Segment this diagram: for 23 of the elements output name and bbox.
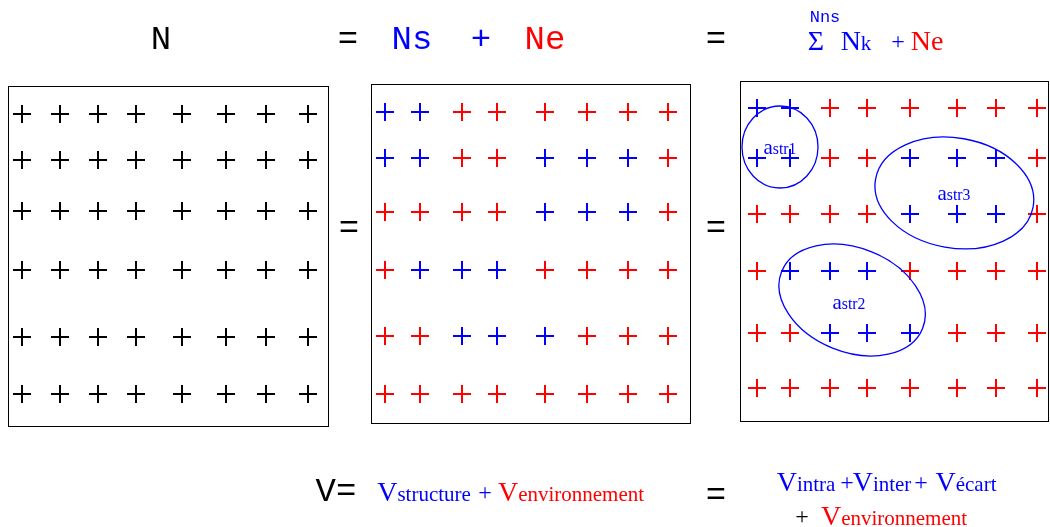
- grid-frame: [8, 86, 329, 427]
- formula-term: Ne: [524, 23, 566, 57]
- sum-sign: Σ: [807, 27, 825, 55]
- plus-sign: +: [840, 470, 854, 494]
- cluster-ellipse: [741, 105, 819, 189]
- equals-sign: =: [705, 479, 727, 513]
- equals-sign: =: [337, 23, 359, 57]
- cluster-ellipse: [873, 136, 1035, 250]
- formula-term: Ns: [391, 23, 433, 57]
- equals-sign: =: [705, 23, 727, 57]
- equals-sign: =: [705, 212, 727, 246]
- cluster-ellipse: [777, 243, 927, 357]
- plus-sign: +: [470, 23, 492, 57]
- formula-term: Nns: [809, 8, 841, 26]
- formula-term: V=: [315, 475, 357, 509]
- formula-term: N: [150, 23, 172, 57]
- plus-sign: +: [795, 504, 809, 527]
- plus-sign: +: [914, 470, 928, 494]
- plus-sign: +: [478, 480, 492, 504]
- formula-term: Ne: [910, 27, 944, 55]
- grid-frame: [371, 84, 691, 424]
- equals-sign: =: [338, 212, 360, 246]
- plus-sign: +: [891, 29, 905, 53]
